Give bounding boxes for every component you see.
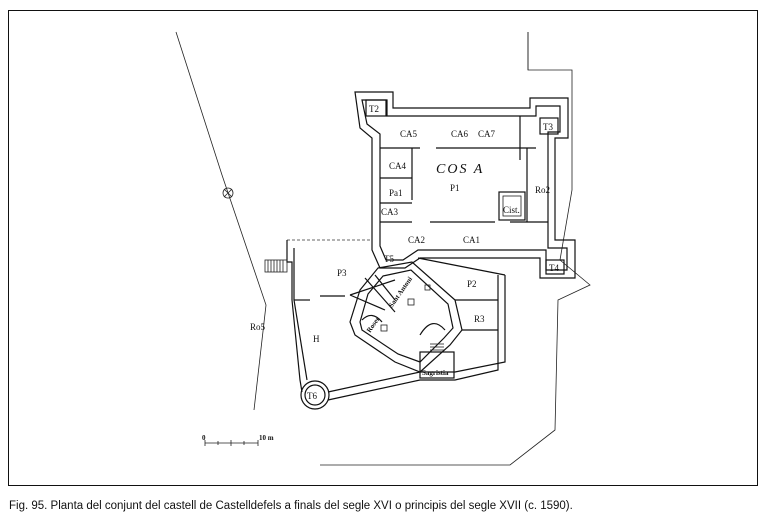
scale-label-0: 0 (202, 434, 206, 442)
altar-mark (407, 298, 415, 306)
castle-inner-wall (361, 99, 568, 271)
label-roser: Roser (365, 315, 382, 334)
label-ro5: Ro5 (250, 322, 266, 332)
figure-caption: Fig. 95. Planta del conjunt del castell … (9, 500, 573, 512)
label-ro2: Ro2 (535, 185, 550, 195)
label-ca6: CA6 (451, 129, 469, 139)
church-apse (419, 323, 446, 336)
tower-t3 (539, 117, 559, 135)
scale-label-10: 10 m (259, 434, 274, 442)
enclosure-west-wall-inner (293, 248, 308, 381)
label-ca3: CA3 (381, 207, 399, 217)
label-t5: T5 (384, 254, 394, 264)
label-ca7: CA7 (478, 129, 496, 139)
west-staircase (264, 259, 288, 273)
room-p2-wall (417, 257, 506, 276)
altar-mark (380, 324, 388, 332)
label-pa1: Pa1 (389, 188, 403, 198)
label-ca4: CA4 (389, 161, 407, 171)
church-chapel (361, 314, 383, 323)
label-ca5: CA5 (400, 129, 418, 139)
label-cos-a: COS A (436, 162, 484, 177)
tower-t6-inner (304, 384, 326, 406)
label-ca2: CA2 (408, 235, 425, 245)
cistern-inner (502, 195, 522, 217)
figure-frame (8, 10, 758, 486)
sacristy (419, 351, 455, 379)
south-wall-inner (327, 275, 499, 401)
label-t2: T2 (369, 104, 379, 114)
label-t3: T3 (543, 122, 553, 132)
tower-t4 (545, 259, 565, 275)
cistern (498, 191, 526, 221)
enclosure-west-wall (286, 240, 303, 393)
label-sant-antoni: Sant Antoni (387, 275, 414, 309)
scale-bar (204, 440, 259, 446)
label-t6: T6 (307, 391, 317, 401)
crossed-vault (349, 274, 396, 313)
castle-outer-wall (354, 91, 576, 279)
tower-t2 (365, 99, 387, 117)
label-r3: R3 (474, 314, 485, 324)
north-marker (222, 187, 234, 199)
label-ca1: CA1 (463, 235, 480, 245)
label-h: H (313, 334, 320, 344)
label-p1: P1 (450, 183, 460, 193)
label-sagristia: Sagristia (422, 369, 449, 377)
label-t4: T4 (549, 263, 559, 273)
tower-t6 (300, 380, 330, 410)
sacristy-stairs (430, 343, 444, 351)
south-wall (327, 275, 506, 393)
label-p3: P3 (337, 268, 347, 278)
terrain-boundary-west (175, 31, 267, 411)
label-cist: Cist. (503, 205, 520, 215)
altar-mark (424, 284, 431, 291)
label-p2: P2 (467, 279, 477, 289)
